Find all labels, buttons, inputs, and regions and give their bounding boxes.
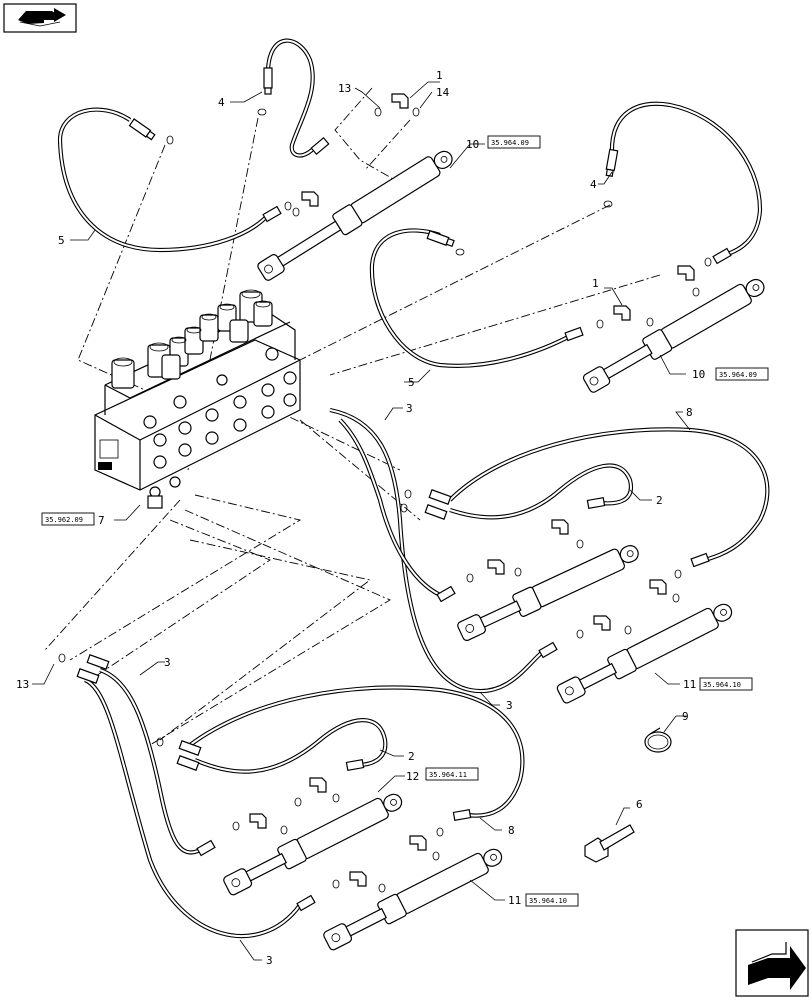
bolt bbox=[584, 824, 635, 863]
callout-4-right: 4 bbox=[590, 178, 597, 191]
svg-text:35.964.09: 35.964.09 bbox=[719, 371, 757, 379]
reference-boxes: 35.964.09 35.964.09 35.962.09 35.964.10 … bbox=[41, 135, 769, 907]
callout-2-right: 2 bbox=[656, 494, 663, 507]
ref-box-11-lower[interactable]: 35.964.10 bbox=[525, 893, 579, 907]
ref-box-7[interactable]: 35.962.09 bbox=[41, 512, 95, 526]
hoses bbox=[57, 38, 770, 939]
book-arrow-icon[interactable] bbox=[3, 3, 77, 33]
ref-box-10-right[interactable]: 35.964.09 bbox=[715, 367, 769, 381]
callout-leaders bbox=[32, 81, 691, 961]
callout-3-bottom: 3 bbox=[266, 954, 273, 967]
callout-11-lower: 11 bbox=[508, 894, 521, 907]
callout-5-right: 5 bbox=[408, 376, 415, 389]
svg-text:35.964.09: 35.964.09 bbox=[491, 139, 529, 147]
callout-7: 7 bbox=[98, 514, 105, 527]
svg-text:35.964.10: 35.964.10 bbox=[529, 897, 567, 905]
ref-box-12[interactable]: 35.964.11 bbox=[425, 767, 479, 781]
fittings bbox=[58, 67, 732, 912]
svg-text:35.964.10: 35.964.10 bbox=[703, 681, 741, 689]
hydraulic-cylinders bbox=[223, 150, 765, 951]
callout-10-top: 10 bbox=[466, 138, 479, 151]
ref-box-10-top[interactable]: 35.964.09 bbox=[487, 135, 541, 149]
callout-3-left: 3 bbox=[164, 656, 171, 669]
svg-text:35.962.09: 35.962.09 bbox=[45, 516, 83, 524]
callout-5-left: 5 bbox=[58, 234, 65, 247]
callout-3-upper: 3 bbox=[406, 402, 413, 415]
callout-11-upper: 11 bbox=[683, 678, 696, 691]
callout-13-left: 13 bbox=[16, 678, 29, 691]
callout-1-top: 1 bbox=[436, 69, 443, 82]
callout-1-right: 1 bbox=[592, 277, 599, 290]
callout-8-lower: 8 bbox=[508, 824, 515, 837]
next-page-arrow-icon[interactable] bbox=[735, 929, 809, 997]
callout-12: 12 bbox=[406, 770, 419, 783]
callout-10-right: 10 bbox=[692, 368, 705, 381]
svg-text:35.964.11: 35.964.11 bbox=[429, 771, 467, 779]
callout-2-lower: 2 bbox=[408, 750, 415, 763]
callout-3-middle: 3 bbox=[506, 699, 513, 712]
ref-box-11-upper[interactable]: 35.964.10 bbox=[699, 677, 753, 691]
callout-14: 14 bbox=[436, 86, 450, 99]
callout-8-upper: 8 bbox=[686, 406, 693, 419]
callout-13-top: 13 bbox=[338, 82, 351, 95]
callout-4-left: 4 bbox=[218, 96, 225, 109]
hose-clamp bbox=[644, 727, 672, 753]
callout-labels: 1 1 2 2 3 3 3 3 4 4 5 5 6 7 8 8 9 10 10 … bbox=[16, 69, 705, 967]
control-valve-block bbox=[94, 289, 301, 509]
callout-6: 6 bbox=[636, 798, 643, 811]
callout-9: 9 bbox=[682, 710, 689, 723]
